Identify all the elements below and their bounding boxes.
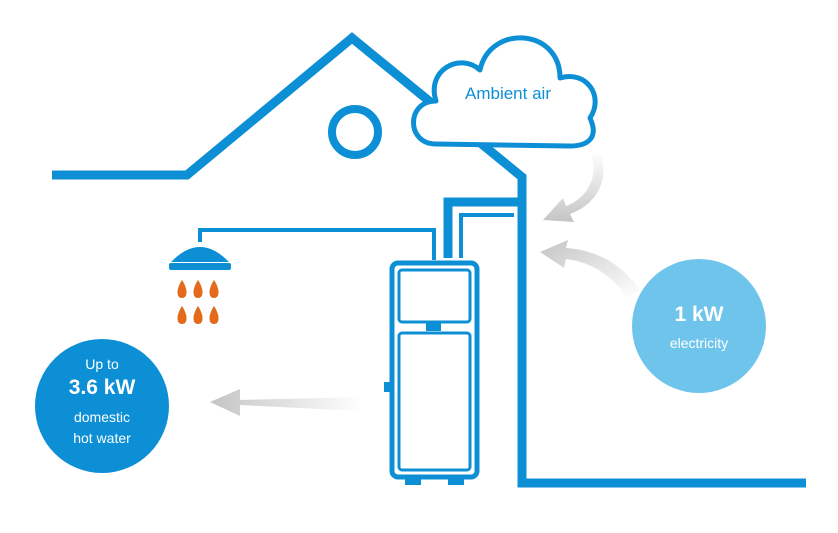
water-drops <box>177 280 219 324</box>
electricity-unit: electricity <box>669 335 729 351</box>
heat-pump-foot-left <box>405 477 421 485</box>
ambient-air-arrow <box>543 152 604 222</box>
drop-icon <box>177 306 187 324</box>
electricity-value: 1 kW <box>674 303 724 326</box>
electricity-arrow <box>540 240 640 298</box>
air-duct-inner <box>459 213 514 258</box>
drop-icon <box>193 280 203 298</box>
heat-pump-display <box>426 323 441 331</box>
heat-pump-unit <box>389 260 480 480</box>
attic-window <box>328 105 382 159</box>
hot-water-arrow <box>210 389 362 416</box>
drop-icon <box>209 306 219 324</box>
shower-pipe <box>198 228 436 260</box>
shower-head <box>171 247 229 262</box>
drop-icon <box>209 280 219 298</box>
hot-water-prefix: Up to <box>85 356 119 372</box>
hot-water-circle <box>35 339 169 473</box>
shower-head-rim <box>169 263 231 270</box>
cloud-label: Ambient air <box>465 84 551 103</box>
heat-pump-panel-top <box>397 268 472 324</box>
drop-icon <box>193 306 203 324</box>
hot-water-label-2: hot water <box>73 430 131 446</box>
drop-icon <box>177 280 187 298</box>
heat-pump-foot-right <box>448 477 464 485</box>
hot-water-value: 3.6 kW <box>68 376 136 399</box>
hot-water-label-1: domestic <box>73 409 131 425</box>
ambient-air-cloud <box>411 35 598 149</box>
electricity-circle <box>632 259 766 393</box>
heat-pump-side-pipe <box>384 382 392 392</box>
heat-pump-panel-bottom <box>397 331 472 472</box>
air-duct <box>443 197 522 258</box>
